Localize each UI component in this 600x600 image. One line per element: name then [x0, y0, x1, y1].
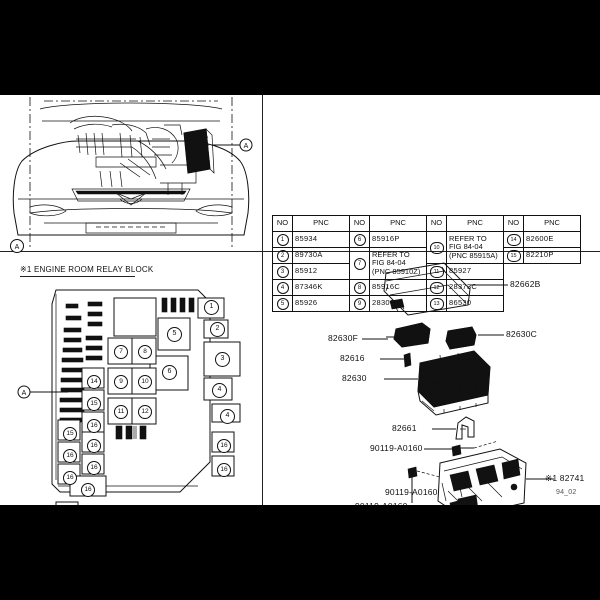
relay-callout-16e[interactable]: 16 — [87, 439, 101, 453]
part-82630C — [445, 326, 477, 350]
vehicle-illustration: A — [12, 97, 253, 247]
relay-callout-7[interactable]: 7 — [114, 345, 128, 359]
svg-text:A: A — [22, 390, 27, 397]
engine-room-relay-block-highlight — [183, 128, 215, 174]
relay-callout-16c[interactable]: 16 — [217, 463, 231, 477]
label-82630: 82630 — [342, 373, 367, 383]
relay-callout-5[interactable]: 5 — [167, 327, 182, 342]
relay-callout-12[interactable]: 12 — [138, 405, 152, 419]
part-82741 — [437, 448, 527, 505]
section-marker-a: A — [10, 239, 24, 253]
divider-horizontal-left — [0, 251, 262, 252]
relay-callout-14[interactable]: 14 — [87, 375, 101, 389]
table-row: 5 85926 9 28300 13 86530 — [272, 295, 581, 312]
ref10-line2: FIG 84-04 — [449, 242, 483, 252]
relay-callout-16h[interactable]: 16 — [63, 471, 77, 485]
relay-box-13 — [55, 501, 79, 505]
label-82662B: 82662B — [510, 279, 541, 289]
relay-callout-16[interactable]: 16 — [87, 419, 101, 433]
row-pnc-3: 85912 — [292, 263, 350, 280]
fuse-bars-top — [161, 297, 195, 313]
row-pnc-13: 86530 — [446, 295, 504, 312]
row-pnc-1: 85934 — [292, 231, 350, 248]
row-no-4: 4 — [272, 279, 293, 296]
relay-callout-16f[interactable]: 16 — [87, 461, 101, 475]
header-no-4: NO — [503, 215, 524, 232]
diagram-canvas: A NO PNC NO PNC NO PNC NO PNC 1 85934 — [0, 95, 600, 505]
part-82661 — [455, 416, 475, 440]
label-82630C: 82630C — [506, 329, 537, 339]
part-82630 — [417, 350, 491, 416]
label-90119-A0160: 90119-A0160 — [370, 443, 423, 453]
relay-block-note-underline — [20, 276, 135, 277]
fuse-comb-mid — [85, 301, 103, 373]
relay-callout-10[interactable]: 10 — [138, 375, 152, 389]
label-82630F: 82630F — [328, 333, 359, 343]
header-pnc-1: PNC — [292, 215, 350, 232]
label-90119-A0160b: 90119-A0160 — [385, 487, 438, 497]
header-no-2: NO — [349, 215, 370, 232]
part-bolt-upper — [451, 440, 499, 457]
table-header-row: NO PNC NO PNC NO PNC NO PNC — [272, 215, 581, 232]
part-82630F — [386, 322, 431, 348]
header-no-3: NO — [426, 215, 447, 232]
row-pnc-15: 82210P — [523, 247, 581, 264]
row-pnc-6: 85916P — [369, 231, 427, 248]
ref7-line2: FIG 84-04 — [372, 258, 406, 268]
section-marker-letter: A — [15, 244, 20, 251]
relay-callout-15[interactable]: 15 — [87, 397, 101, 411]
relay-callout-16b[interactable]: 16 — [217, 439, 231, 453]
vehicle-callout-letter: A — [244, 143, 249, 150]
ref10-line1: REFER TO — [449, 234, 487, 244]
relay-callout-9[interactable]: 9 — [114, 375, 128, 389]
relay-callout-11[interactable]: 11 — [114, 405, 128, 419]
header-no-1: NO — [272, 215, 293, 232]
row-no-13: 13 — [426, 295, 447, 312]
relay-callout-16g[interactable]: 16 — [63, 449, 77, 463]
table-row: 1 85934 6 85916P 10 REFER TO FIG 84-04 (… — [272, 231, 581, 264]
ref7-line1: REFER TO — [372, 250, 410, 260]
relay-block-note: ※1 ENGINE ROOM RELAY BLOCK — [20, 265, 154, 274]
relay-callout-4b[interactable]: 4 — [220, 409, 235, 424]
row-no-5: 5 — [272, 295, 293, 312]
relay-callout-3[interactable]: 3 — [215, 352, 230, 367]
row-pnc-10: REFER TO FIG 84-04 (PNC 85915A) — [446, 231, 504, 264]
part-bolt-lower — [449, 500, 459, 505]
label-82741: ※1 82741 — [545, 473, 585, 483]
divider-vertical-main — [262, 95, 263, 505]
label-90119-A0160c: 90119-A0160 — [355, 501, 408, 505]
part-82616 — [403, 352, 412, 368]
relay-callout-6[interactable]: 6 — [162, 365, 177, 380]
relay-callout-2[interactable]: 2 — [210, 322, 225, 337]
fuse-comb-left-upper — [65, 303, 79, 309]
row-pnc-5: 85926 — [292, 295, 350, 312]
relay-callout-4[interactable]: 4 — [212, 383, 227, 398]
label-82661: 82661 — [392, 423, 417, 433]
relay-large-top — [113, 297, 157, 337]
row-no-9: 9 — [349, 295, 370, 312]
relay-callout-15b[interactable]: 15 — [63, 427, 77, 441]
exploded-junction-block-diagram — [362, 262, 554, 505]
row-no-14: 14 — [503, 231, 524, 248]
row-no-1: 1 — [272, 231, 293, 248]
label-82616: 82616 — [340, 353, 365, 363]
corner-code: 94_02 — [556, 489, 577, 496]
part-cover-82662B — [383, 262, 471, 316]
fuse-comb-left — [59, 315, 85, 423]
relay-callout-8[interactable]: 8 — [138, 345, 152, 359]
header-pnc-3: PNC — [446, 215, 504, 232]
row-no-6: 6 — [349, 231, 370, 248]
ref10-line3: (PNC 85915A) — [449, 250, 498, 260]
header-pnc-4: PNC — [523, 215, 581, 232]
parts-number-table: NO PNC NO PNC NO PNC NO PNC 1 85934 6 85… — [272, 215, 581, 312]
relay-callout-1[interactable]: 1 — [204, 300, 219, 315]
relay-callout-16i[interactable]: 16 — [81, 483, 95, 497]
header-pnc-2: PNC — [369, 215, 427, 232]
row-pnc-14: 82600E — [523, 231, 581, 248]
fuse-bars-mid — [115, 425, 147, 440]
part-bolt-middle — [407, 466, 441, 503]
